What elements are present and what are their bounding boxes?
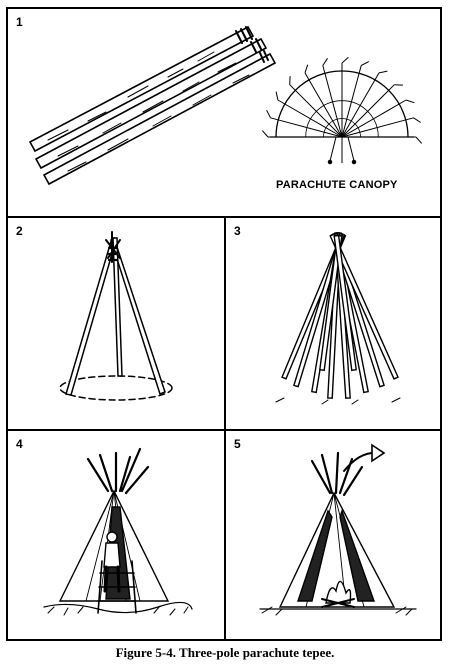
three-poles-illustration [28, 25, 277, 186]
panel-2-number: 2 [16, 224, 23, 238]
canopy-label: PARACHUTE CANOPY [276, 179, 398, 191]
figure-caption: Figure 5-4. Three-pole parachute tepee. [115, 645, 335, 660]
panel-5-finished-tepee: 5 [226, 431, 440, 641]
panel-2-tripod: 2 [8, 218, 224, 429]
pole-framework-illustration [275, 232, 401, 405]
wrapping-canopy-illustration [43, 447, 193, 616]
panel-3-poles-framework: 3 [226, 218, 440, 429]
tripod-illustration [59, 231, 173, 401]
panel-1-poles-and-canopy: 1 PARACHUTE CANOPY [8, 9, 440, 216]
parachute-canopy-illustration [261, 56, 423, 165]
panel-3-number: 3 [234, 224, 241, 238]
panel-4-wrapping-canopy: 4 [8, 431, 224, 641]
panel-5-number: 5 [234, 437, 241, 451]
divider-column [224, 216, 226, 641]
panel-4-number: 4 [16, 437, 23, 451]
figure-frame: 1 PARACHUTE CANOPY 2 [6, 7, 442, 641]
panel-1-number: 1 [16, 15, 23, 29]
finished-tepee-illustration [259, 443, 417, 616]
